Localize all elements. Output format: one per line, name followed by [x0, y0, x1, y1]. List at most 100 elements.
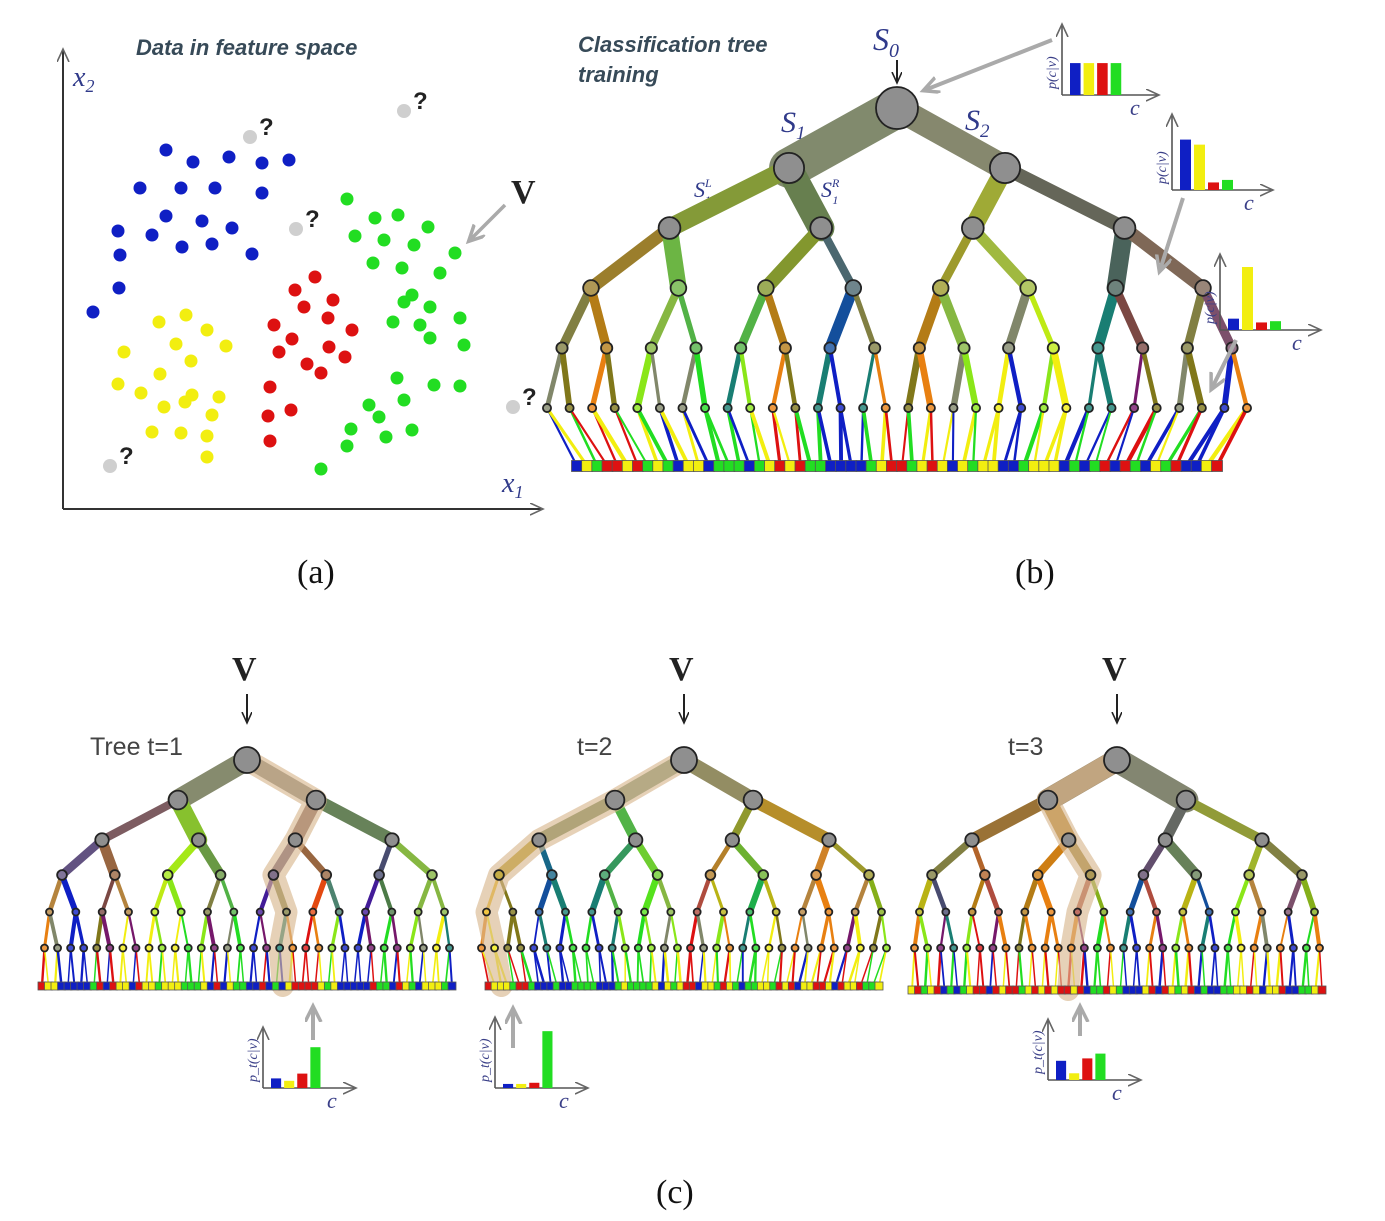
tree-c3-node: [1157, 832, 1173, 848]
point-yellow-5: [117, 345, 131, 359]
point-green-23: [397, 393, 411, 407]
hist-root-bar: [1110, 63, 1122, 95]
tree-c3-node: [936, 943, 946, 953]
tree-c2-edge: [760, 947, 770, 987]
tree-c1-edge: [163, 836, 203, 879]
tree-c3-node: [1145, 943, 1155, 953]
tree-c2-node: [699, 943, 708, 953]
point-blue-18: [112, 281, 126, 295]
tree-c1-edge: [100, 873, 117, 914]
tree-c1-node: [379, 943, 389, 953]
tree-c3-node: [1296, 869, 1308, 881]
tree-c2-edge: [649, 947, 653, 987]
tree-b-edge: [783, 345, 798, 411]
tree-b-edge: [681, 406, 701, 468]
tree-c1-edge: [443, 910, 451, 950]
point-blue-7: [208, 181, 222, 195]
point-red-2: [326, 293, 340, 307]
tree-c3-node: [910, 943, 919, 953]
tree-c1-edge: [392, 947, 399, 987]
tree-c1-edge: [444, 947, 451, 987]
tree-b-edge: [1094, 344, 1115, 412]
tree-b-node: [689, 341, 703, 355]
tree-b-edge: [996, 345, 1012, 411]
tree-c1-edge: [231, 910, 243, 950]
tree-c2-edge: [826, 837, 872, 878]
tree-b-node: [555, 341, 569, 355]
tree-b-edge: [1215, 406, 1249, 468]
tree-c1-edge: [74, 910, 86, 950]
tree-b-leaf: [1058, 460, 1071, 472]
tree-c2-node: [607, 943, 617, 953]
tree-c3-edge: [982, 872, 1002, 915]
tree-c3-edge: [1109, 947, 1115, 991]
tree-c3-node: [1302, 943, 1311, 953]
tree-c2-leaf: [874, 981, 884, 991]
forest-tree-1: [37, 746, 457, 997]
point-yellow-17: [200, 429, 214, 443]
tree-c1-node: [176, 907, 186, 917]
point-green-15: [386, 315, 400, 329]
tree-b-edge: [929, 406, 934, 468]
tree-b-edge: [884, 406, 894, 468]
tree-b-leaf: [621, 460, 634, 472]
tree-c2-node: [531, 832, 547, 848]
tree-c1-edge: [396, 946, 401, 988]
tree-c3-node: [1079, 943, 1089, 953]
tree-c1-edge: [67, 947, 72, 987]
tree-b-node: [722, 403, 733, 413]
tree-c3-edge: [1301, 946, 1308, 992]
tree-b-leaf: [703, 460, 715, 472]
tree-c3-edge: [1135, 947, 1141, 991]
tree-c1-edge: [108, 946, 115, 988]
tree-c1-edge: [57, 835, 107, 880]
tree-c1-edge: [135, 947, 141, 987]
tree-c2-edge: [585, 947, 595, 987]
hist-low-bar: [1228, 318, 1239, 330]
tree-b-edge: [748, 406, 772, 468]
tree-b-edge: [815, 345, 833, 411]
tree-b-edge: [613, 406, 640, 468]
tree-c2-edge: [754, 946, 758, 988]
tree-c1-edge: [259, 910, 268, 950]
tree-c3-edge: [1187, 946, 1193, 992]
tree-b-edge: [1006, 345, 1024, 411]
point-blue-8: [255, 186, 269, 200]
tree-b-node: [957, 341, 971, 355]
tree-c3-edge: [939, 910, 947, 950]
tree-c2-node: [640, 907, 649, 917]
tree-c3-edge: [923, 946, 929, 992]
tree-c2-node: [719, 907, 728, 917]
tree-c2-edge: [558, 946, 565, 988]
tree-c2-node: [561, 907, 570, 917]
tree-c3-edge: [1044, 946, 1050, 992]
tree-c2-node: [546, 869, 558, 881]
tree-c3-edge: [1314, 946, 1321, 992]
tree-c3-edge: [1095, 909, 1106, 951]
tree-c3-edge: [1005, 947, 1011, 991]
tree-c3-edge: [1023, 910, 1034, 950]
tree-b-edge: [1229, 345, 1250, 411]
tree-c2-edge: [676, 946, 683, 988]
tree-c2-edge: [728, 947, 732, 987]
point-green-25: [344, 422, 358, 436]
tree-c2-node: [555, 943, 565, 953]
point-red-5: [345, 323, 359, 337]
point-blue-4: [282, 153, 296, 167]
tree-b-edge: [850, 285, 878, 351]
hist-tree3-bar: [1069, 1073, 1080, 1080]
tree-c3-node: [1257, 907, 1267, 917]
tree-c3-edge: [1179, 872, 1200, 915]
tree-c1-edge: [218, 873, 236, 914]
hist-root-xlabel: c: [1130, 95, 1140, 120]
tree-b-node: [1129, 403, 1140, 413]
hist-mid-bar: [1222, 179, 1233, 190]
tree-c3-edge: [1207, 910, 1217, 950]
tree-c3-edge: [1285, 872, 1305, 915]
tree-c2-edge: [834, 946, 849, 988]
tree-c1-edge: [357, 947, 362, 987]
tree-b-edge: [1114, 406, 1136, 468]
tree-c2-edge: [511, 910, 523, 950]
tree-b-edge: [1132, 346, 1145, 410]
tree-c2-node: [482, 907, 491, 917]
